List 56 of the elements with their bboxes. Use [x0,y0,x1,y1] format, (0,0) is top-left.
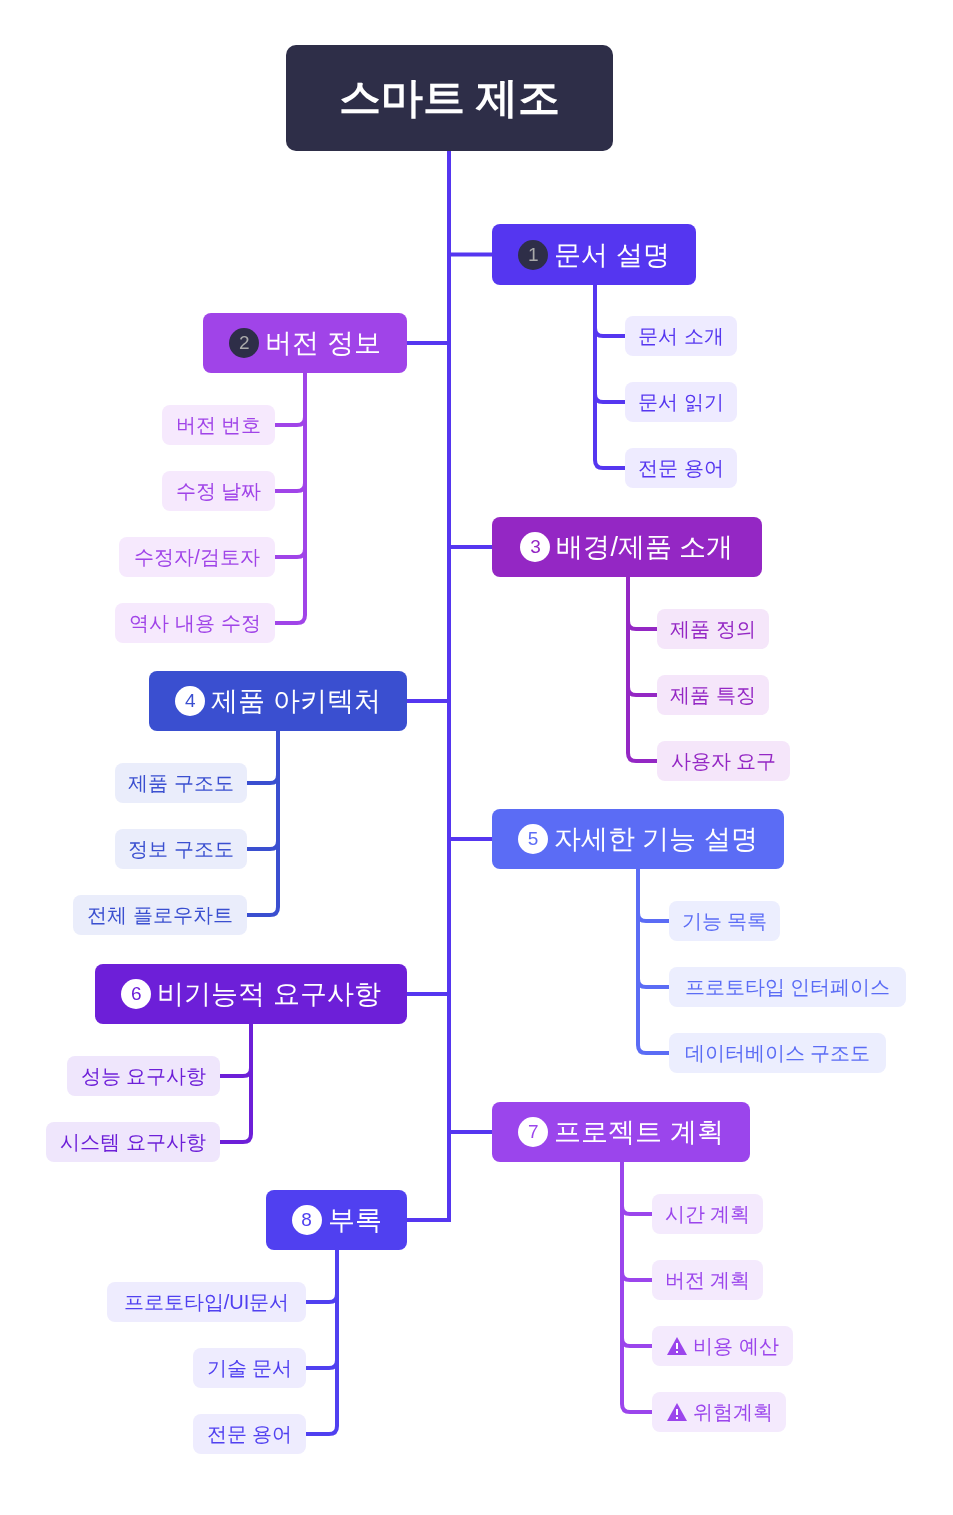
number-badge: 7 [518,1117,549,1147]
subtopic-box: 정보 구조도 [115,829,247,869]
topic-label: 문서 설명 [554,238,670,272]
number-badge: 5 [518,824,548,854]
number-badge: 6 [121,979,152,1009]
number-badge: 4 [175,686,206,716]
root-topic-box: 스마트 제조 [286,45,613,151]
connector-line [220,1024,253,1144]
topic-box [492,1102,750,1162]
subtopic-box: 문서 읽기 [625,382,737,422]
subtopic-box: 수정 날짜 [162,471,275,511]
topic-label: 제품 아키텍처 [211,685,381,718]
subtopic-box: 시스템 요구사항 [46,1122,220,1162]
subtopic-box: 제품 구조도 [115,763,247,803]
topic-label: 부록 [327,1204,382,1237]
topic-box [95,964,407,1024]
number-badge: 8 [291,1205,322,1235]
subtopic-label: 위험계획 [692,1399,773,1425]
number-badge: 3 [520,532,551,562]
connector-line [636,869,669,1055]
connector-line [247,731,280,917]
topic-box [492,517,762,577]
subtopic-box: 버전 번호 [162,405,275,445]
subtopic-box: 전문 용어 [625,448,737,488]
subtopic-box: 수정자/검토자 [119,537,275,577]
topic-label: 버전 정보 [265,327,381,360]
connector-line [306,1250,339,1436]
subtopic-box: 제품 정의 [657,609,769,649]
topic-label: 비기능적 요구사항 [157,978,381,1011]
topic-label: 배경/제품 소개 [556,531,734,564]
subtopic-box: 기술 문서 [193,1348,306,1388]
subtopic-label: 비용 예산 [693,1333,779,1359]
subtopic-box: 전체 플로우차트 [73,895,247,935]
subtopic-box [652,1392,786,1432]
topic-label: 프로젝트 계획 [554,1116,724,1149]
subtopic-box: 프로토타입 인터페이스 [669,967,906,1007]
topic-box [266,1190,407,1250]
topic-box [149,671,407,731]
number-badge: 1 [518,239,549,270]
topic-box [492,224,696,285]
subtopic-box: 데이터베이스 구조도 [669,1033,886,1073]
subtopic-box [652,1326,793,1366]
subtopic-box: 버전 계획 [652,1260,763,1300]
subtopic-box: 프로토타입/UI문서 [107,1282,306,1322]
subtopic-box: 성능 요구사항 [67,1056,220,1096]
topic-label: 자세한 기능 설명 [554,823,758,856]
subtopic-box: 시간 계획 [652,1194,763,1234]
subtopic-box: 기능 목록 [669,901,780,941]
number-badge: 2 [229,328,260,358]
subtopic-box: 제품 특징 [657,675,769,715]
subtopic-box: 전문 용어 [193,1414,306,1454]
subtopic-box: 문서 소개 [625,316,737,356]
topic-box [203,313,407,373]
subtopic-box: 역사 내용 수정 [115,603,275,643]
subtopic-box: 사용자 요구 [657,741,790,781]
topic-box [492,809,784,869]
